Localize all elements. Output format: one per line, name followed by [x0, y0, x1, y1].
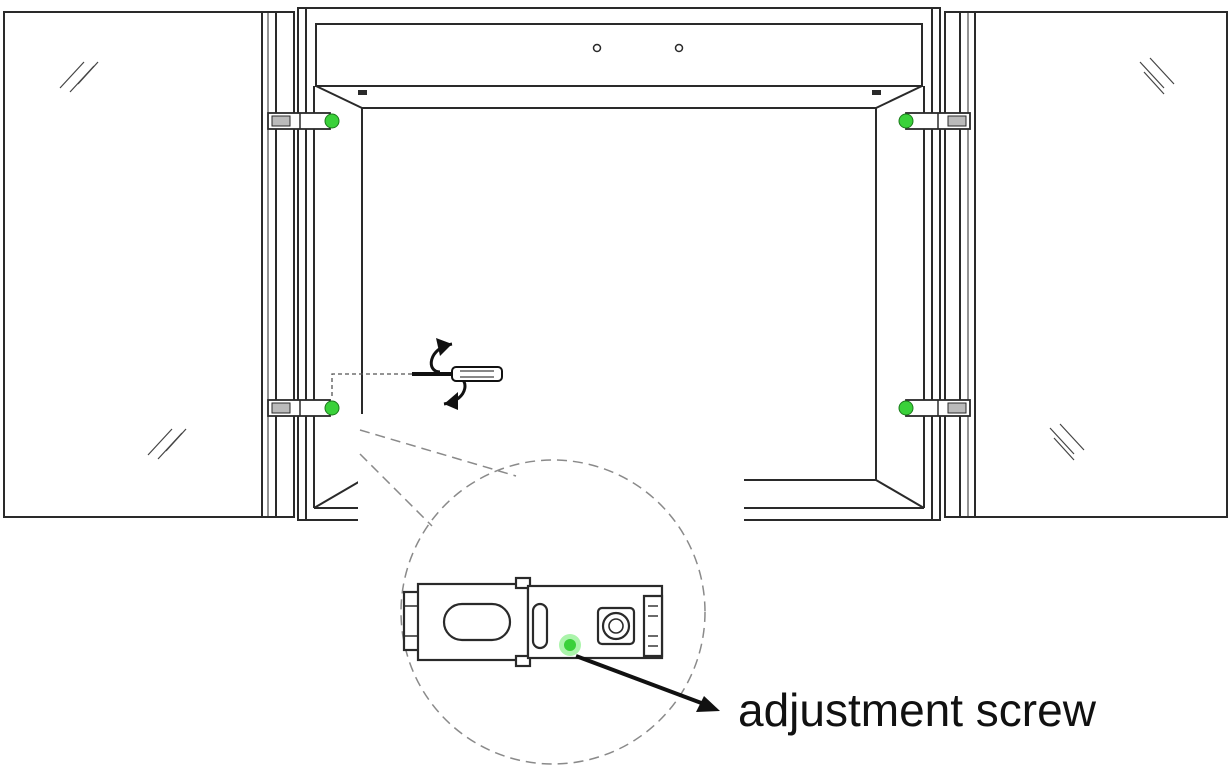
screwdriver-leader-line [331, 373, 412, 396]
left-door-glass-reflection-bottom [147, 428, 187, 460]
adjustment-screw-label: adjustment screw [738, 684, 1097, 736]
hinge-bottom-right [898, 399, 971, 417]
screwdriver-icon [412, 366, 503, 382]
pointer-arrow [575, 654, 720, 712]
right-door-glass-reflection-top [1139, 57, 1175, 95]
right-door-glass-reflection-bottom [1049, 423, 1085, 461]
top-rail-clips [358, 90, 881, 95]
callout-background [358, 414, 744, 522]
right-door [944, 11, 1228, 518]
cabinet-body [297, 7, 941, 521]
hinge-top-left [267, 112, 340, 130]
left-door [3, 11, 295, 518]
left-door-glass-reflection-top [59, 61, 99, 93]
adjustment-screw-highlight [559, 634, 581, 656]
zoomed-hinge [402, 576, 664, 668]
hinge-bottom-left [267, 399, 340, 417]
top-rail-holes [592, 43, 684, 53]
magnifier-callout [359, 429, 706, 765]
hinge-top-right [898, 112, 971, 130]
